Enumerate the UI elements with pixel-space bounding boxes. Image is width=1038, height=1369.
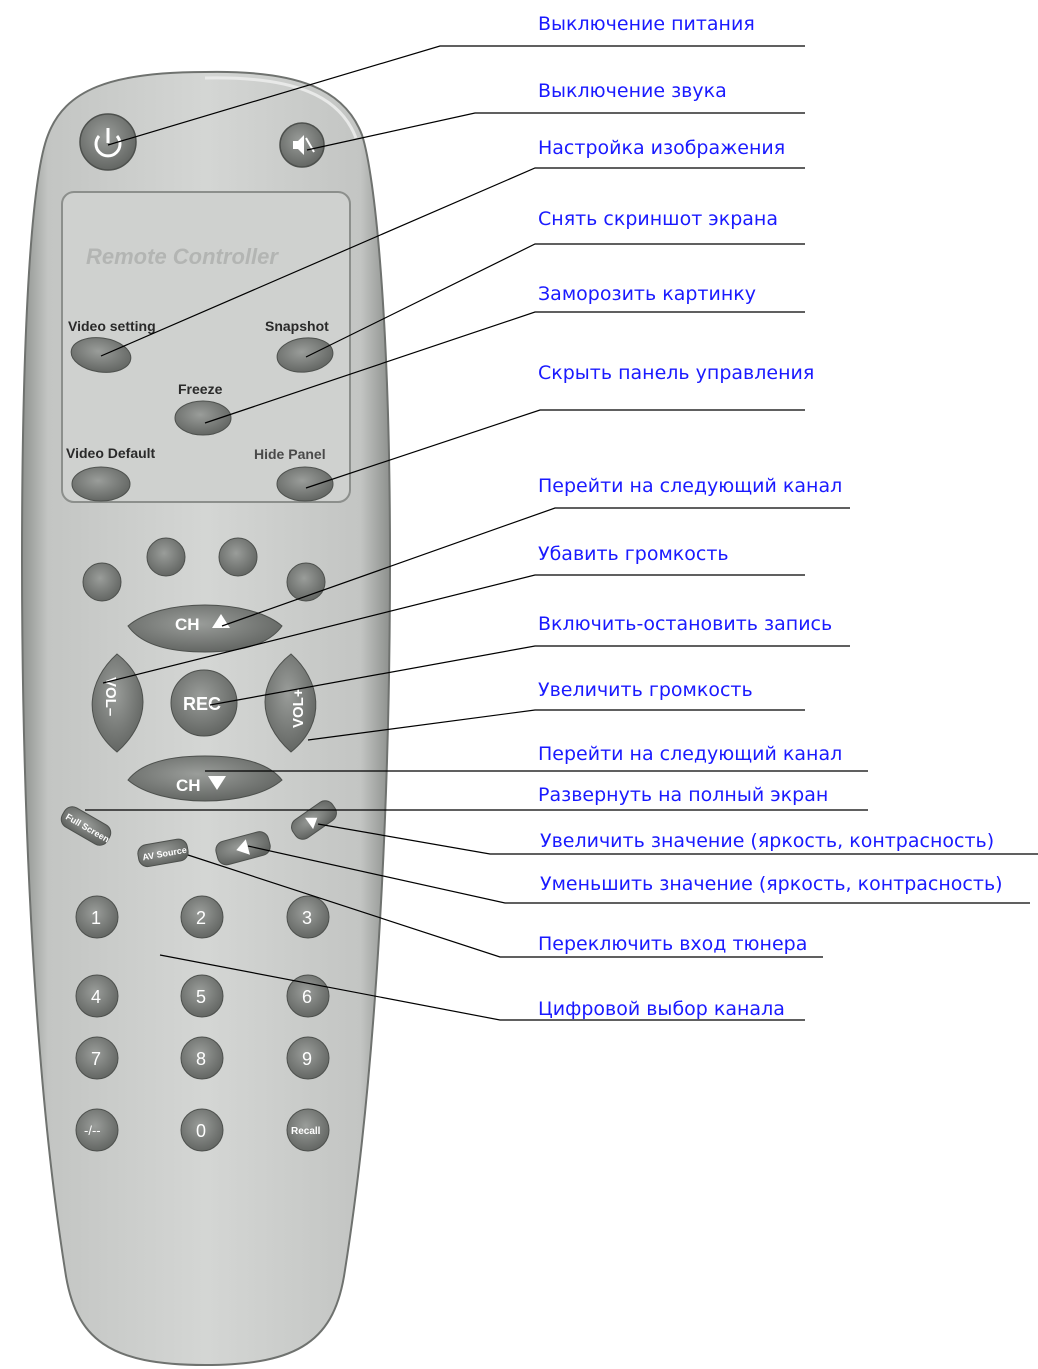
digit-button-0[interactable]: 0 bbox=[181, 1109, 223, 1151]
label-video-setting: Настройка изображения bbox=[538, 139, 785, 158]
hide-panel-button[interactable] bbox=[277, 467, 333, 501]
digit-label: 6 bbox=[302, 987, 312, 1007]
brand-text: Remote Controller bbox=[86, 244, 279, 269]
digit-button-4[interactable]: 4 bbox=[76, 975, 118, 1017]
digit-label: 0 bbox=[196, 1121, 206, 1141]
label-digit-channel: Цифровой выбор канала bbox=[538, 1000, 785, 1019]
label-mute: Выключение звука bbox=[538, 82, 727, 101]
digit-label: 2 bbox=[196, 908, 206, 928]
digit-label: 5 bbox=[196, 987, 206, 1007]
color-button-2[interactable] bbox=[147, 538, 185, 576]
label-freeze: Заморозить картинку bbox=[538, 285, 756, 304]
digit-button-3[interactable]: 3 bbox=[287, 896, 329, 938]
digit-button-7[interactable]: 7 bbox=[76, 1037, 118, 1079]
digit-label: 7 bbox=[91, 1049, 101, 1069]
digit-label: 8 bbox=[196, 1049, 206, 1069]
label-record: Включить-остановить запись bbox=[538, 615, 832, 634]
vol-plus-label: VOL+ bbox=[290, 688, 307, 728]
label-channel-down: Перейти на следующий канал bbox=[538, 745, 842, 764]
recall-label: Recall bbox=[291, 1126, 321, 1137]
label-channel-up: Перейти на следующий канал bbox=[538, 477, 842, 496]
rec-button[interactable]: REC bbox=[171, 670, 237, 736]
power-button[interactable] bbox=[80, 114, 136, 170]
color-button-4[interactable] bbox=[287, 563, 325, 601]
digit-label: 3 bbox=[302, 908, 312, 928]
dash-label: -/-- bbox=[84, 1123, 101, 1138]
digit-button-5[interactable]: 5 bbox=[181, 975, 223, 1017]
ch-down-label: CH bbox=[176, 776, 201, 795]
video-setting-label: Video setting bbox=[68, 318, 156, 334]
hide-panel-label: Hide Panel bbox=[254, 446, 326, 462]
label-power-off: Выключение питания bbox=[538, 15, 755, 34]
color-button-1[interactable] bbox=[83, 563, 121, 601]
digit-button-6[interactable]: 6 bbox=[287, 975, 329, 1017]
label-hide-panel: Скрыть панель управления bbox=[538, 364, 814, 383]
dash-button[interactable]: -/-- bbox=[76, 1109, 118, 1151]
digit-label: 4 bbox=[91, 987, 101, 1007]
digit-label: 9 bbox=[302, 1049, 312, 1069]
ch-up-label: CH bbox=[175, 615, 200, 634]
digit-button-8[interactable]: 8 bbox=[181, 1037, 223, 1079]
video-default-button[interactable] bbox=[72, 467, 130, 501]
label-full-screen: Развернуть на полный экран bbox=[538, 786, 828, 805]
label-snapshot: Снять скриншот экрана bbox=[538, 210, 778, 229]
label-value-increase: Увеличить значение (яркость, контрасност… bbox=[540, 832, 994, 851]
digit-button-9[interactable]: 9 bbox=[287, 1037, 329, 1079]
digit-label: 1 bbox=[91, 908, 101, 928]
label-volume-down: Убавить громкость bbox=[538, 545, 729, 564]
label-value-decrease: Уменьшить значение (яркость, контрасност… bbox=[540, 875, 1003, 894]
digit-button-2[interactable]: 2 bbox=[181, 896, 223, 938]
recall-button[interactable]: Recall bbox=[287, 1109, 329, 1151]
freeze-button[interactable] bbox=[175, 401, 231, 435]
freeze-label: Freeze bbox=[178, 381, 223, 397]
mute-button[interactable] bbox=[280, 123, 324, 167]
label-tuner-input: Переключить вход тюнера bbox=[538, 935, 807, 954]
video-default-label: Video Default bbox=[66, 445, 156, 461]
snapshot-label: Snapshot bbox=[265, 318, 329, 334]
label-volume-up: Увеличить громкость bbox=[538, 681, 753, 700]
color-button-3[interactable] bbox=[219, 538, 257, 576]
digit-button-1[interactable]: 1 bbox=[76, 896, 118, 938]
